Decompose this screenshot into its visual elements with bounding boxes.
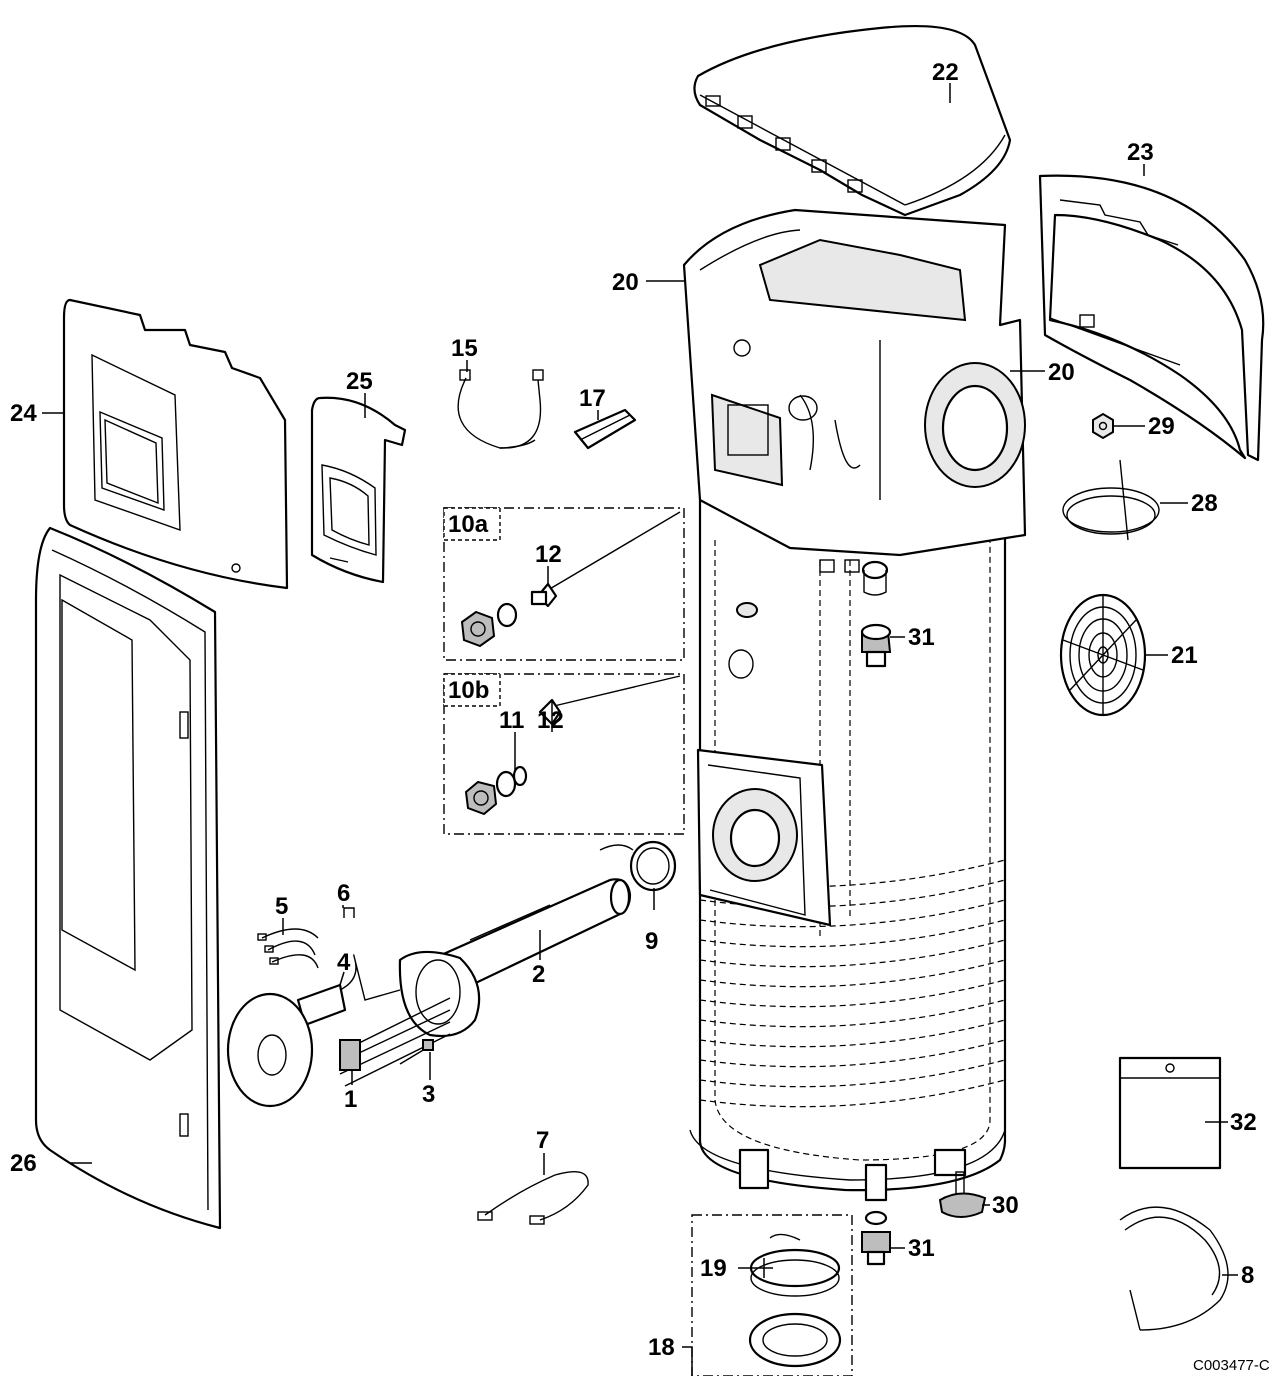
callout-10a: 10a bbox=[448, 511, 489, 538]
callout-12-b: 12 bbox=[537, 707, 564, 734]
part-22-top-lid bbox=[693, 24, 1012, 217]
callout-8: 8 bbox=[1241, 1262, 1254, 1289]
callout-23: 23 bbox=[1127, 139, 1154, 166]
callout-22: 22 bbox=[932, 59, 959, 86]
callout-7: 7 bbox=[536, 1127, 549, 1154]
callout-labels: 22 23 20 20 24 25 15 17 29 28 10a 12 31 … bbox=[10, 59, 1257, 1361]
callout-12-a: 12 bbox=[535, 541, 562, 568]
part-24-upper-front-panel bbox=[62, 298, 289, 590]
callout-18: 18 bbox=[648, 1334, 675, 1361]
part-5-wire-set bbox=[257, 928, 319, 969]
kit-10b-box bbox=[443, 673, 685, 835]
part-15-cable bbox=[457, 369, 544, 449]
part-32-document-bag bbox=[1118, 1056, 1222, 1170]
callout-20-left: 20 bbox=[612, 269, 639, 296]
part-25-small-cover bbox=[310, 396, 407, 584]
part-1-heating-element bbox=[339, 950, 481, 1087]
part-7-sensor-cable bbox=[477, 1171, 589, 1225]
leader-lines bbox=[42, 83, 1238, 1376]
callout-24: 24 bbox=[10, 400, 37, 427]
callout-1: 1 bbox=[344, 1086, 357, 1113]
part-3-screw bbox=[399, 1039, 434, 1065]
part-26-front-panel bbox=[34, 526, 222, 1230]
callout-19: 19 bbox=[700, 1255, 727, 1282]
callout-30: 30 bbox=[992, 1192, 1019, 1219]
main-unit-tank bbox=[689, 498, 1007, 1192]
callout-15: 15 bbox=[451, 335, 478, 362]
part-21-fan-grille bbox=[1059, 593, 1147, 717]
callout-29: 29 bbox=[1148, 413, 1175, 440]
callout-4: 4 bbox=[337, 949, 351, 976]
callout-17: 17 bbox=[579, 385, 606, 412]
part-30-adjustable-foot bbox=[938, 1171, 987, 1218]
callout-2: 2 bbox=[532, 961, 545, 988]
part-8-hose bbox=[1119, 1206, 1229, 1331]
callout-10b: 10b bbox=[448, 677, 489, 704]
callout-21: 21 bbox=[1171, 642, 1198, 669]
callout-20-right: 20 bbox=[1048, 359, 1075, 386]
callout-31-upper: 31 bbox=[908, 624, 935, 651]
part-9-gasket bbox=[599, 840, 677, 892]
reference-code: C003477-C bbox=[1193, 1357, 1270, 1374]
callout-11: 11 bbox=[499, 707, 524, 734]
part-29-nut bbox=[1092, 412, 1114, 440]
part-28-hose bbox=[1062, 459, 1160, 541]
part-insulation-disc bbox=[226, 992, 314, 1108]
part-31-upper-fitting bbox=[860, 623, 892, 668]
callout-28: 28 bbox=[1191, 490, 1218, 517]
part-31-lower-fitting bbox=[861, 1163, 891, 1266]
part-20-top-housing bbox=[682, 208, 1027, 596]
part-2-element-sheath bbox=[428, 878, 632, 1002]
callout-31-lower: 31 bbox=[908, 1235, 935, 1262]
kit-18-box bbox=[691, 1214, 853, 1376]
part-6-clip bbox=[343, 907, 355, 918]
kit-10a-box bbox=[443, 507, 685, 661]
callout-26: 26 bbox=[10, 1150, 37, 1177]
part-17-clip bbox=[573, 408, 637, 450]
callout-32: 32 bbox=[1230, 1109, 1257, 1136]
callout-6: 6 bbox=[337, 880, 350, 907]
callout-3: 3 bbox=[422, 1081, 435, 1108]
callout-5: 5 bbox=[275, 893, 288, 920]
callout-25: 25 bbox=[346, 368, 373, 395]
part-23-rear-cover bbox=[1038, 174, 1265, 462]
callout-9: 9 bbox=[645, 928, 658, 955]
